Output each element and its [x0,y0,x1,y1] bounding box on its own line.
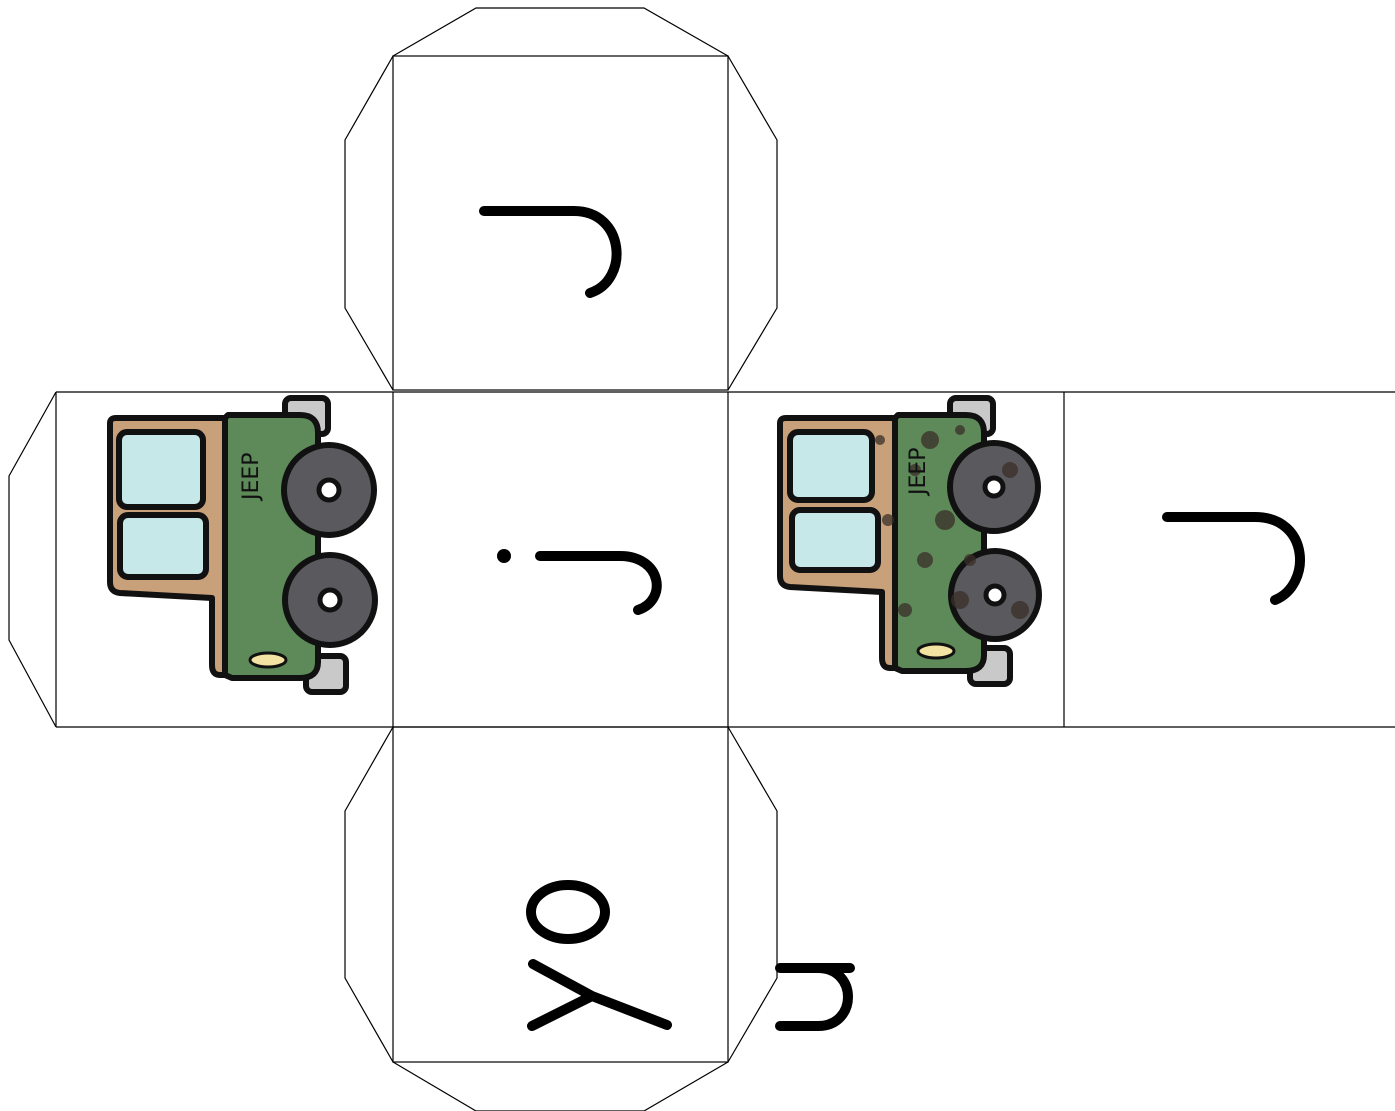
far-right-curve-glyph [1162,512,1305,605]
center-dot-glyph [497,549,511,563]
center-face [497,549,662,615]
muddy-jeep-label: JEEP [906,447,931,497]
jeep-label: JEEP [239,452,264,502]
middle-row [8,391,1395,728]
top-curve-glyph [479,206,622,298]
jeep-icon: JEEP [107,395,378,695]
far-right-face [1162,512,1305,605]
left-tab [8,391,57,728]
top-face [344,7,778,391]
outside-hook-glyph [775,963,855,1031]
muddy-jeep-icon: JEEP [777,395,1042,687]
bottom-circle-glyph [526,880,610,944]
center-hook-glyph [535,551,662,615]
bottom-wedge-glyph [527,959,672,1031]
bottom-face [344,726,855,1111]
